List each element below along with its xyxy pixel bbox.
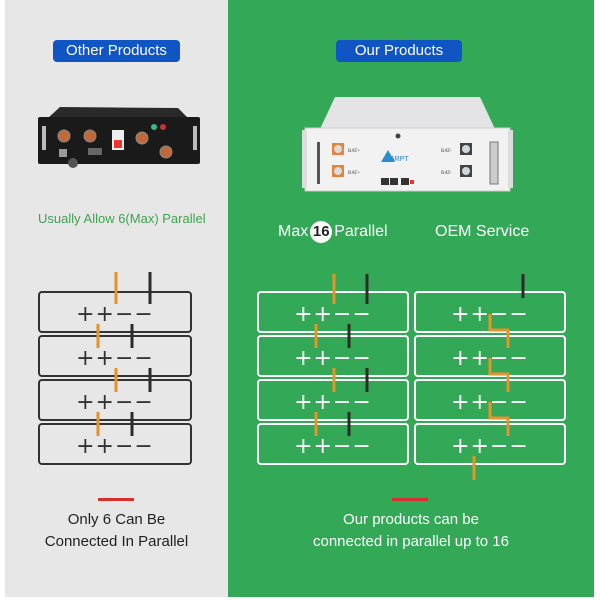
right-b-module-4 <box>414 423 566 465</box>
left-caption: Usually Allow 6(Max) Parallel <box>38 211 206 226</box>
right-bottom-line2: connected in parallel up to 16 <box>313 533 509 550</box>
left-module-terminals-3: ++−− <box>76 390 154 415</box>
left-bottom-text: Only 6 Can Be Connected In Parallel <box>5 509 228 553</box>
right-b-series-link-2 <box>488 358 510 392</box>
left-red-divider <box>98 498 134 501</box>
right-b-series-link-3 <box>488 402 510 436</box>
our-products-badge: Our Products <box>336 40 462 62</box>
right-b-module-terminals-4: ++−− <box>451 434 529 459</box>
max-number-badge: 16 <box>310 221 333 243</box>
white-rack-battery-image: BAT+ BAT+ BAT- BAT- ARPT <box>302 97 513 192</box>
left-module-terminals-2: ++−− <box>76 346 154 371</box>
right-b-module-2 <box>414 335 566 377</box>
bat-neg-label-2: BAT- <box>441 171 452 176</box>
right-b-series-link-1 <box>488 314 510 348</box>
other-products-badge: Other Products <box>53 40 180 62</box>
left-module-4 <box>38 423 192 465</box>
oem-service-feature: OEM Service <box>435 223 530 240</box>
black-rack-battery-image <box>38 107 200 168</box>
right-a-module-4 <box>257 423 409 465</box>
left-module-terminals-1: ++−− <box>76 302 154 327</box>
right-a-module-terminals-4: ++−− <box>294 434 372 459</box>
bat-pos-label-1: BAT+ <box>348 149 360 154</box>
right-bottom-text: Our products can be connected in paralle… <box>228 509 594 553</box>
left-bottom-line1: Only 6 Can Be <box>67 511 166 528</box>
right-a-module-terminals-1: ++−− <box>294 302 372 327</box>
left-bottom-line2: Connected In Parallel <box>44 533 189 550</box>
right-b-module-1 <box>414 291 566 333</box>
left-module-terminals-4: ++−− <box>76 434 154 459</box>
right-b-module-3 <box>414 379 566 421</box>
right-a-module-terminals-2: ++−− <box>294 346 372 371</box>
right-red-divider <box>392 498 428 501</box>
bat-neg-label-1: BAT- <box>441 149 452 154</box>
brand-logo-text: ARPT <box>390 156 409 163</box>
max-prefix: Max <box>278 223 309 240</box>
right-a-module-terminals-3: ++−− <box>294 390 372 415</box>
max-suffix: Parallel <box>334 223 388 240</box>
bat-pos-label-2: BAT+ <box>348 171 360 176</box>
right-bottom-line1: Our products can be <box>343 511 479 528</box>
